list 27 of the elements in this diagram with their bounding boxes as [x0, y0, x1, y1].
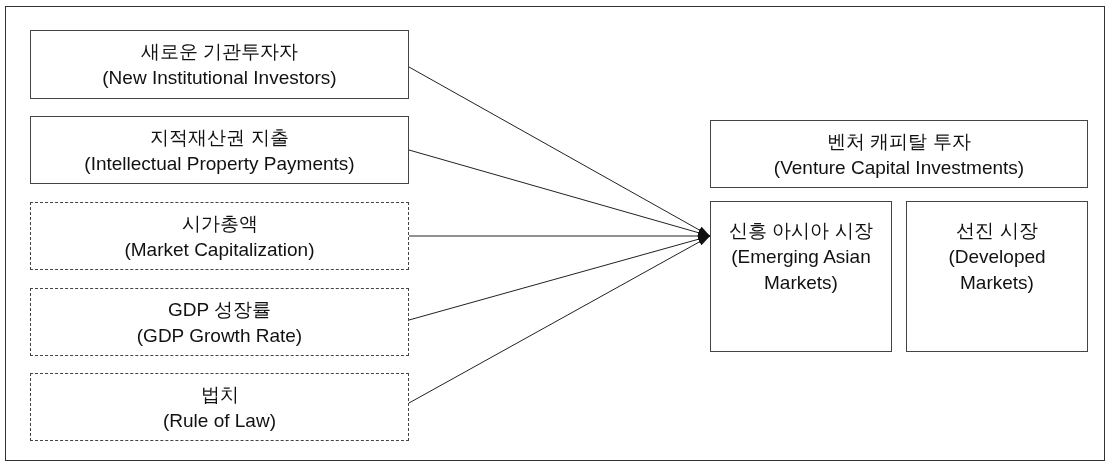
arrow — [408, 149, 711, 237]
korean-label: GDP 성장률 — [166, 298, 273, 322]
korean-label: 신흥 아시아 시장 — [728, 219, 874, 243]
arrow — [408, 235, 711, 404]
process-box — [710, 120, 1088, 188]
process-box — [30, 116, 409, 184]
korean-label: 지적재산권 지출 — [149, 126, 290, 150]
english-label: (Rule of Law) — [162, 409, 277, 433]
korean-label: 법치 — [199, 383, 240, 407]
english-label: (Market Capitalization) — [123, 238, 316, 262]
dashed-box — [30, 202, 409, 270]
english-label: (New Institutional Investors) — [101, 66, 338, 90]
dashed-box — [30, 288, 409, 356]
korean-label: 새로운 기관투자자 — [139, 40, 300, 64]
english-label: (Venture Capital Investments) — [772, 156, 1026, 180]
korean-label: 벤처 캐피탈 투자 — [826, 130, 972, 154]
english-label: (Developed Markets) — [947, 245, 1047, 295]
english-label: (Intellectual Property Payments) — [83, 152, 356, 176]
process-box — [710, 201, 892, 352]
dashed-box — [30, 373, 409, 441]
korean-label: 시가총액 — [180, 212, 259, 236]
korean-label: 선진 시장 — [955, 219, 1039, 243]
process-box — [30, 30, 409, 99]
process-box — [906, 201, 1088, 352]
english-label: (GDP Growth Rate) — [135, 324, 304, 348]
english-label: (Emerging Asian Markets) — [730, 245, 872, 295]
arrow — [408, 66, 711, 237]
